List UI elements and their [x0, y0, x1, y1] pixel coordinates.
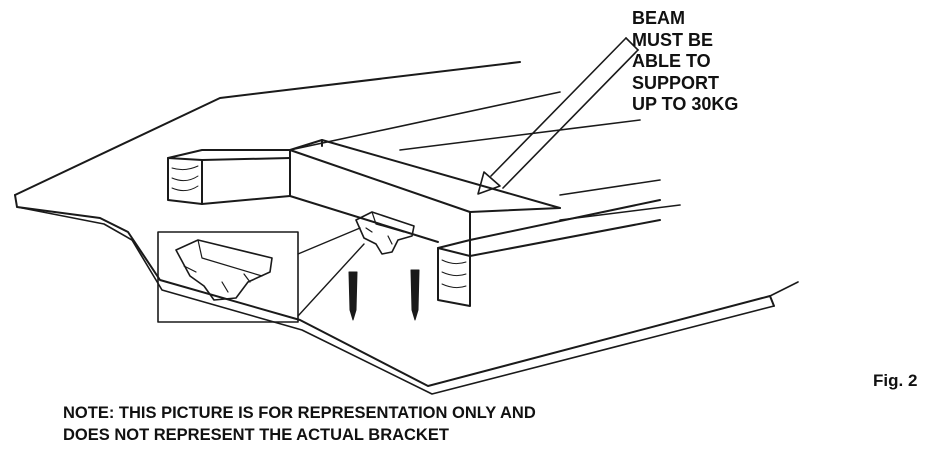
screw-left — [348, 271, 358, 321]
screw-right — [410, 269, 420, 321]
left-joist-end — [167, 149, 291, 205]
callout-line: SUPPORT — [632, 72, 720, 93]
bracket-enlarged — [175, 239, 273, 301]
beam-callout-text: BEAM MUST BE ABLE TO SUPPORT UP TO 30KG — [632, 8, 738, 116]
ceiling-board — [14, 61, 799, 395]
figure-label: Fig. 2 — [873, 371, 918, 390]
callout-arrow — [477, 37, 639, 195]
callout-line: UP TO 30KG — [632, 94, 739, 114]
note-line: NOTE: THIS PICTURE IS FOR REPRESENTATION… — [63, 404, 536, 422]
bracket-zoom-box — [157, 227, 365, 323]
note-line: DOES NOT REPRESENT THE ACTUAL BRACKET — [63, 426, 449, 444]
callout-line: MUST BE — [632, 29, 713, 50]
wood-grain — [441, 259, 467, 289]
representation-note: NOTE: THIS PICTURE IS FOR REPRESENTATION… — [63, 402, 536, 446]
callout-line: ABLE TO — [632, 51, 711, 71]
wood-grain — [171, 165, 199, 192]
beam — [289, 139, 661, 307]
callout-line: BEAM — [632, 8, 685, 28]
bracket — [355, 211, 415, 255]
